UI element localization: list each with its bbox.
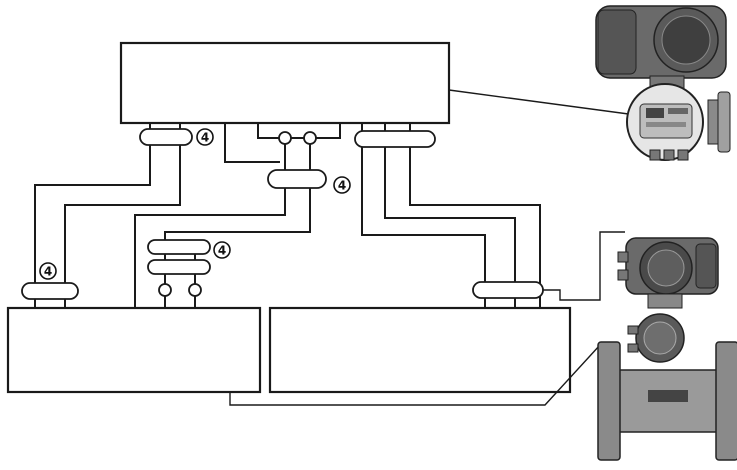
sensor-terminal-box-left <box>6 306 262 394</box>
svg-text:4: 4 <box>44 265 52 279</box>
wire-center-b <box>134 138 286 308</box>
terminal-ring-2 <box>303 131 317 145</box>
marker-4-lower-left: 4 <box>39 262 57 280</box>
cable-shield-lower-right <box>472 281 544 299</box>
marker-4-center: 4 <box>333 176 351 194</box>
cable-shield-top-left <box>139 128 193 146</box>
terminal-ring-1 <box>278 131 292 145</box>
leader-line-flowmeter <box>229 344 601 406</box>
wire-center-c <box>164 138 311 308</box>
terminal-ring-4 <box>188 283 202 297</box>
cable-shield-center <box>267 169 327 189</box>
svg-text:4: 4 <box>338 179 346 193</box>
cable-shield-lower-left <box>21 282 79 300</box>
leader-line-transmitter <box>448 89 637 116</box>
wire-right-a <box>361 123 486 308</box>
wire-center-bridge <box>257 123 341 139</box>
leader-line-small <box>540 289 570 301</box>
marker-4-lower-center: 4 <box>213 241 231 259</box>
cable-shield-lower-center-2 <box>147 259 211 275</box>
flowmeter-device-icon <box>597 237 737 461</box>
cable-shield-top-right <box>354 130 436 148</box>
transmitter-terminal-box <box>119 41 451 125</box>
wire-right-c <box>409 123 541 308</box>
cable-shield-lower-center-1 <box>147 239 211 255</box>
wire-left-outer <box>34 123 151 308</box>
wire-left-inner <box>64 123 181 308</box>
sensor-terminal-box-right <box>268 306 572 394</box>
wire-right-b <box>384 123 516 308</box>
leader-line-converter <box>570 231 625 301</box>
transmitter-device-icon <box>595 5 731 161</box>
svg-text:4: 4 <box>201 131 209 145</box>
marker-4-top-left: 4 <box>196 128 214 146</box>
terminal-ring-3 <box>158 283 172 297</box>
svg-text:4: 4 <box>218 244 226 258</box>
wire-center-a <box>224 123 280 163</box>
